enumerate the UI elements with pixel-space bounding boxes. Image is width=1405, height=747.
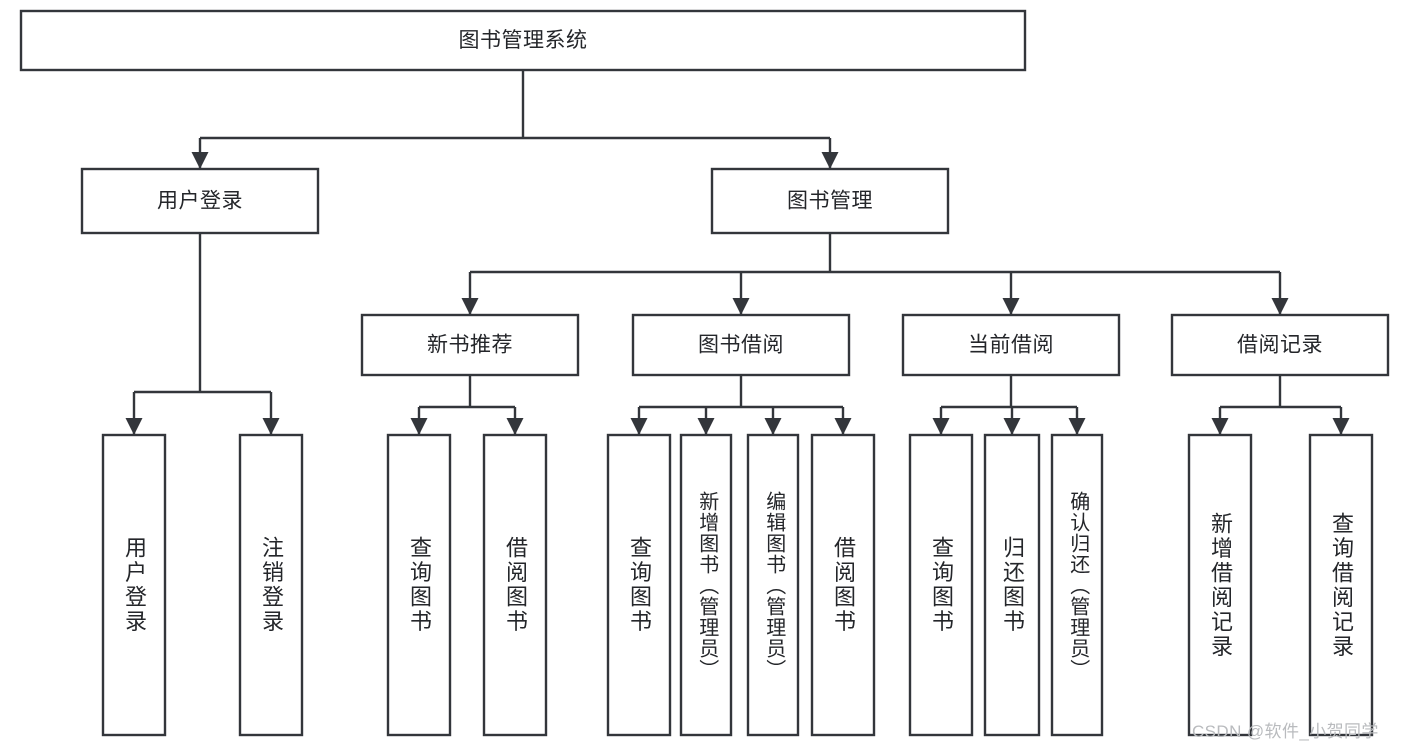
connector-arrowhead (1332, 418, 1350, 435)
node-level3-3-label: 借阅记录 (1237, 334, 1323, 357)
connector-arrowhead (191, 152, 209, 169)
connector-arrowhead (1068, 418, 1086, 435)
node-level2-0-rect[interactable] (80, 167, 320, 235)
node-level2-1-rect[interactable] (710, 167, 950, 235)
node-leaf-1[interactable] (238, 433, 304, 737)
node-leaf-7-rect[interactable] (810, 433, 876, 737)
connector-arrowhead (630, 418, 648, 435)
node-leaf-6-rect[interactable] (746, 433, 800, 737)
node-level3-2-label: 当前借阅 (968, 334, 1054, 357)
node-root-rect[interactable] (19, 9, 1027, 72)
node-leaf-0[interactable] (101, 433, 167, 737)
connector-arrowhead (1003, 418, 1021, 435)
node-leaf-1-rect[interactable] (238, 433, 304, 737)
connector-arrowhead (697, 418, 715, 435)
node-level3-3[interactable]: 借阅记录 (1170, 313, 1390, 377)
csdn-watermark: CSDN @软件_小贺同学 (1192, 722, 1379, 741)
node-leaf-8[interactable] (908, 433, 974, 737)
node-level3-0[interactable]: 新书推荐 (360, 313, 580, 377)
node-leaf-2-rect[interactable] (386, 433, 452, 737)
node-leaf-5-rect[interactable] (679, 433, 733, 737)
connector-arrowhead (821, 152, 839, 169)
node-leaf-8-rect[interactable] (908, 433, 974, 737)
node-level3-3-rect[interactable] (1170, 313, 1390, 377)
connector-arrowhead (1211, 418, 1229, 435)
connector-group-userlogin-to-leaves (125, 233, 280, 435)
connector-arrowhead (262, 418, 280, 435)
node-leaf-3-rect[interactable] (482, 433, 548, 737)
node-leaf-5[interactable] (679, 433, 733, 737)
node-level2-0-label: 用户登录 (157, 190, 243, 213)
node-leaf-9[interactable] (983, 433, 1041, 737)
node-root-label: 图书管理系统 (459, 29, 588, 52)
node-leaf-10[interactable] (1050, 433, 1104, 737)
connector-arrowhead (932, 418, 950, 435)
connector-arrowhead (1271, 298, 1289, 315)
node-level3-0-label: 新书推荐 (427, 334, 513, 357)
connector-arrowhead (410, 418, 428, 435)
node-level3-0-rect[interactable] (360, 313, 580, 377)
node-leaf-2[interactable] (386, 433, 452, 737)
node-level3-1-label: 图书借阅 (698, 334, 784, 357)
connector-arrowhead (732, 298, 750, 315)
node-leaf-4[interactable] (606, 433, 672, 737)
connector-group-current-to-leaves (932, 375, 1086, 435)
connector-arrowhead (834, 418, 852, 435)
connector-arrowhead (506, 418, 524, 435)
node-level3-2-rect[interactable] (901, 313, 1121, 377)
node-level2-1[interactable]: 图书管理 (710, 167, 950, 235)
connector-arrowhead (461, 298, 479, 315)
connector-group-record-to-leaves (1211, 375, 1350, 435)
connector-arrowhead (1002, 298, 1020, 315)
node-leaf-9-rect[interactable] (983, 433, 1041, 737)
node-leaf-7[interactable] (810, 433, 876, 737)
node-leaf-0-rect[interactable] (101, 433, 167, 737)
node-leaf-4-rect[interactable] (606, 433, 672, 737)
node-leaf-11[interactable] (1187, 433, 1253, 737)
node-leaf-12-rect[interactable] (1308, 433, 1374, 737)
node-leaf-12[interactable] (1308, 433, 1374, 737)
connector-group-root-to-level2 (191, 70, 839, 169)
node-level2-1-label: 图书管理 (787, 190, 873, 213)
node-root[interactable]: 图书管理系统 (19, 9, 1027, 72)
node-level2-0[interactable]: 用户登录 (80, 167, 320, 235)
connector-group-newbook-to-leaves (410, 375, 524, 435)
node-level3-1-rect[interactable] (631, 313, 851, 377)
node-leaf-6[interactable] (746, 433, 800, 737)
connector-group-bookmgr-to-level3 (461, 233, 1289, 315)
node-leaf-10-rect[interactable] (1050, 433, 1104, 737)
connector-arrowhead (125, 418, 143, 435)
node-leaf-3[interactable] (482, 433, 548, 737)
connector-group-borrow-to-leaves (630, 375, 852, 435)
connectors-layer (125, 70, 1350, 435)
node-leaf-11-rect[interactable] (1187, 433, 1253, 737)
node-level3-1[interactable]: 图书借阅 (631, 313, 851, 377)
node-level3-2[interactable]: 当前借阅 (901, 313, 1121, 377)
connector-arrowhead (764, 418, 782, 435)
